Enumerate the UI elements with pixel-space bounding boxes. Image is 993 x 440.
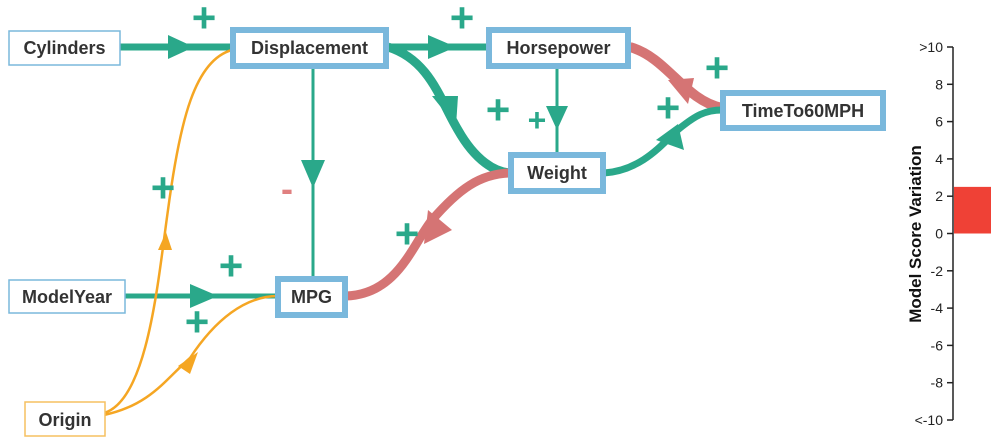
arrow-horsepower-weight [546, 106, 568, 130]
node-displacement[interactable]: Displacement [230, 27, 389, 69]
plus-sign-displacement-weight: + [486, 86, 511, 133]
arrow-cylinders-displacement [168, 35, 194, 59]
arrow-displacement-weight [432, 96, 458, 126]
node-mpg[interactable]: MPG [275, 276, 348, 318]
arrow-weight-timeto60 [656, 124, 684, 150]
arrow-modelyear-mpg [190, 284, 218, 308]
arrow-horsepower-timeto60 [668, 78, 694, 104]
plus-sign-horsepower-timeto60: + [705, 44, 730, 91]
score-axis-tick-label: 8 [935, 76, 943, 92]
plus-sign-origin-mpg: + [185, 298, 210, 345]
plus-sign-modelyear-mpg: + [219, 242, 244, 289]
node-label-mpg: MPG [291, 287, 332, 307]
score-axis-tick-label: 0 [935, 226, 943, 242]
score-axis-title: Model Score Variation [906, 145, 925, 323]
arrow-origin-mpg [178, 352, 198, 374]
plus-sign-displacement-horsepower: + [450, 0, 475, 41]
node-timeto60mph[interactable]: TimeTo60MPH [720, 90, 886, 131]
score-axis-tick-label: >10 [919, 39, 943, 55]
plus-sign-weight-timeto60: + [656, 84, 681, 131]
arrow-displacement-mpg [301, 160, 325, 188]
link-displacement-weight[interactable] [386, 42, 513, 178]
node-label-timeto60mph: TimeTo60MPH [742, 101, 864, 121]
link-weight-timeto60[interactable] [603, 106, 723, 177]
node-modelyear[interactable]: ModelYear [8, 279, 126, 314]
node-label-cylinders: Cylinders [23, 38, 105, 58]
node-label-weight: Weight [527, 163, 587, 183]
arrow-origin-displacement [158, 232, 172, 250]
node-label-displacement: Displacement [251, 38, 368, 58]
minus-sign-displacement-mpg: - [281, 168, 293, 209]
plus-sign-origin-displacement: + [151, 164, 176, 211]
link-origin-displacement[interactable] [103, 48, 233, 415]
node-origin[interactable]: Origin [24, 401, 106, 437]
score-axis-tick-label: -8 [931, 375, 944, 391]
node-cylinders[interactable]: Cylinders [8, 30, 121, 66]
arrow-mpg-weight [424, 210, 452, 244]
score-axis-tick-label: 4 [935, 151, 943, 167]
node-label-modelyear: ModelYear [22, 287, 112, 307]
score-axis-tick-label: -4 [931, 300, 944, 316]
score-axis-tick-label: -2 [931, 263, 944, 279]
score-bar [954, 186, 991, 234]
score-axis-ticks: >10 8 6 4 2 0 -2 -4 -6 -8 <-10 [915, 39, 953, 428]
score-axis-tick-label: 2 [935, 188, 943, 204]
node-weight[interactable]: Weight [508, 152, 606, 194]
score-axis-tick-label: <-10 [915, 412, 944, 428]
plus-sign-mpg-weight: + [395, 210, 420, 257]
score-axis-tick-label: -6 [931, 337, 944, 353]
arrow-displacement-horsepower [428, 35, 456, 59]
plus-sign-horsepower-weight: + [528, 102, 547, 138]
node-horsepower[interactable]: Horsepower [486, 27, 631, 69]
score-axis: Model Score Variation >10 8 6 4 2 0 -2 -4 -6 -8 <-… [906, 39, 991, 428]
link-horsepower-timeto60[interactable] [628, 42, 724, 113]
node-label-origin: Origin [39, 410, 92, 430]
node-label-horsepower: Horsepower [506, 38, 610, 58]
score-axis-tick-label: 6 [935, 114, 943, 130]
plus-sign-cylinders-displacement: + [192, 0, 217, 41]
